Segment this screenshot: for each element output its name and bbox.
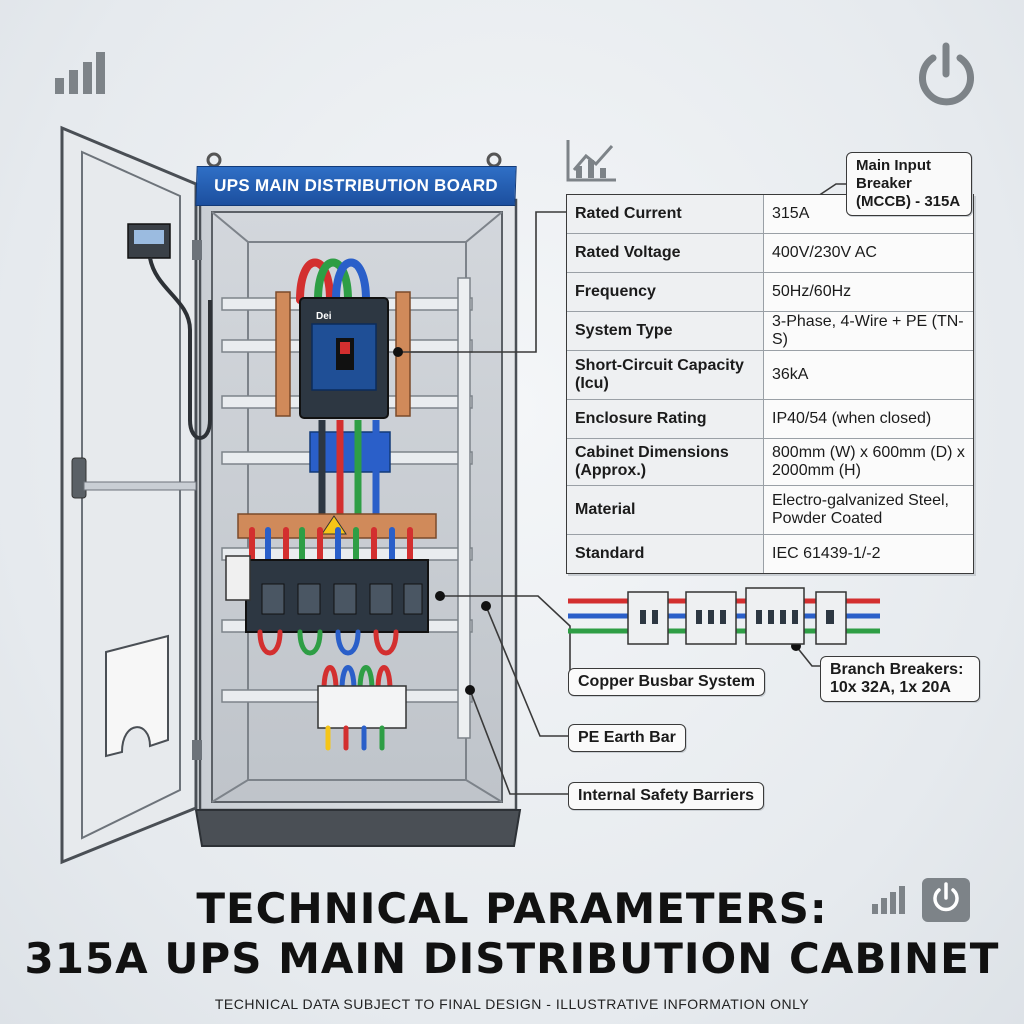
- spec-row: Rated Voltage 400V/230V AC: [567, 234, 973, 273]
- spec-table: Rated Current 315A Rated Voltage 400V/23…: [566, 194, 974, 574]
- page-title-line1: TECHNICAL PARAMETERS:: [196, 884, 828, 933]
- spec-value: IEC 61439-1/-2: [772, 545, 881, 562]
- safety-barriers-callout: Internal Safety Barriers: [568, 782, 765, 810]
- bar-chart-icon: [55, 52, 105, 94]
- page-title-line2: 315A UPS MAIN DISTRIBUTION CABINET: [24, 934, 1000, 983]
- spec-row: Standard IEC 61439-1/-2: [567, 535, 973, 573]
- earth-bar-callout: PE Earth Bar: [568, 724, 686, 752]
- board-label: UPS MAIN DISTRIBUTION BOARD: [195, 166, 517, 206]
- spec-key: Standard: [567, 535, 764, 573]
- breaker-brand-label: Dei: [316, 311, 332, 322]
- spec-value: 800mm (W) x 600mm (D) x 2000mm (H): [772, 444, 965, 479]
- spec-key: Rated Voltage: [567, 234, 764, 272]
- spec-value: Electro-galvanized Steel, Powder Coated: [772, 492, 949, 527]
- spec-row: Enclosure Rating IP40/54 (when closed): [567, 400, 973, 439]
- spec-value: 36kA: [772, 366, 809, 383]
- spec-row: System Type 3-Phase, 4-Wire + PE (TN-S): [567, 312, 973, 351]
- spec-row: Rated Current 315A: [567, 195, 973, 234]
- branch-breakers-callout: Branch Breakers: 10x 32A, 1x 20A: [820, 656, 980, 702]
- spec-value: 50Hz/60Hz: [772, 283, 852, 300]
- power-icon: [919, 42, 974, 106]
- power-button-icon: [922, 878, 970, 922]
- footer-disclaimer: TECHNICAL DATA SUBJECT TO FINAL DESIGN -…: [214, 996, 810, 1012]
- spec-value: IP40/54 (when closed): [772, 410, 932, 427]
- bar-chart-icon-small: [872, 886, 905, 914]
- spec-value: 315A: [772, 205, 810, 222]
- spec-row: Cabinet Dimensions (Approx.) 800mm (W) x…: [567, 439, 973, 486]
- spec-key: Rated Current: [567, 195, 764, 233]
- branch-breakers-graphic: [245, 559, 429, 633]
- spec-value: 400V/230V AC: [772, 244, 877, 261]
- spec-key: Enclosure Rating: [567, 400, 764, 438]
- spec-row: Material Electro-galvanized Steel, Powde…: [567, 486, 973, 535]
- spec-key: System Type: [567, 312, 764, 350]
- spec-row: Short-Circuit Capacity (Icu) 36kA: [567, 351, 973, 400]
- main-breaker-graphic: Dei: [299, 297, 389, 419]
- trend-chart-icon: [566, 140, 616, 182]
- spec-key: Material: [567, 486, 764, 534]
- spec-row: Frequency 50Hz/60Hz: [567, 273, 973, 312]
- spec-value: 3-Phase, 4-Wire + PE (TN-S): [772, 313, 964, 348]
- spec-key: Frequency: [567, 273, 764, 311]
- spec-key: Short-Circuit Capacity (Icu): [567, 351, 764, 399]
- busbar-callout: Copper Busbar System: [568, 668, 765, 696]
- spec-key: Cabinet Dimensions (Approx.): [567, 439, 764, 485]
- main-breaker-callout: Main Input Breaker (MCCB) - 315A: [846, 152, 972, 216]
- branch-breaker-detail: [568, 587, 880, 645]
